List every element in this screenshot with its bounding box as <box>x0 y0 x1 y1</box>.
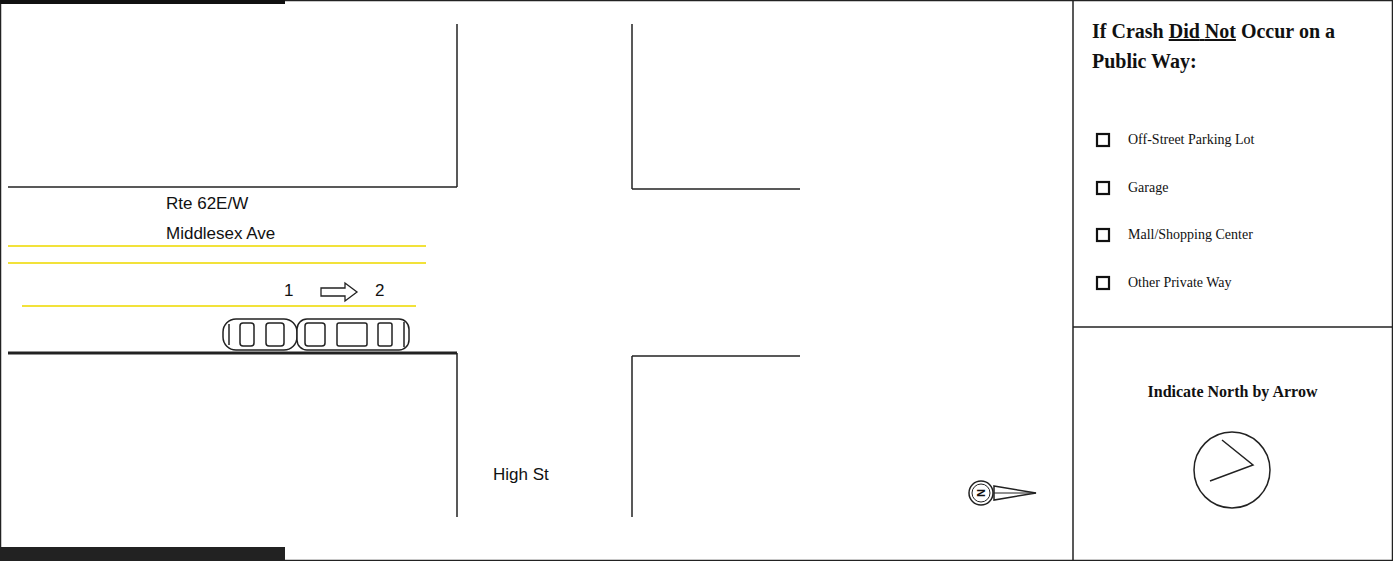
road-name: Rte 62E/W <box>166 195 248 214</box>
road-name: High St <box>493 466 549 485</box>
north-arrow-circle <box>1194 432 1270 508</box>
panel-divider <box>1072 0 1074 561</box>
form-panel: If Crash Did Not Occur on a Public Way: <box>1092 16 1384 76</box>
north-letter: N <box>975 489 987 497</box>
header-tab <box>0 0 285 4</box>
panel-heading: If Crash Did Not Occur on a Public Way: <box>1092 16 1384 76</box>
checkbox-option: Other Private Way <box>1128 275 1232 290</box>
north-heading: Indicate North by Arrow <box>1080 380 1385 404</box>
vehicle-number: 1 <box>284 282 293 301</box>
vehicle-number: 2 <box>375 282 384 301</box>
lane-lines <box>8 246 426 306</box>
checkboxes <box>1097 134 1109 289</box>
road-edges <box>8 24 800 517</box>
checkbox-option: Mall/Shopping Center <box>1128 227 1253 242</box>
road-name: Middlesex Ave <box>166 225 275 244</box>
checkbox-option: Off-Street Parking Lot <box>1128 132 1255 147</box>
footer-tab <box>0 547 285 561</box>
vehicle-2 <box>297 319 409 350</box>
direction-arrow <box>321 283 357 301</box>
north-symbol <box>969 481 1036 505</box>
vehicle-1 <box>223 319 297 350</box>
panel-divider <box>1073 326 1393 328</box>
form-panel: Indicate North by Arrow <box>1080 380 1385 404</box>
checkbox-option: Garage <box>1128 180 1168 195</box>
